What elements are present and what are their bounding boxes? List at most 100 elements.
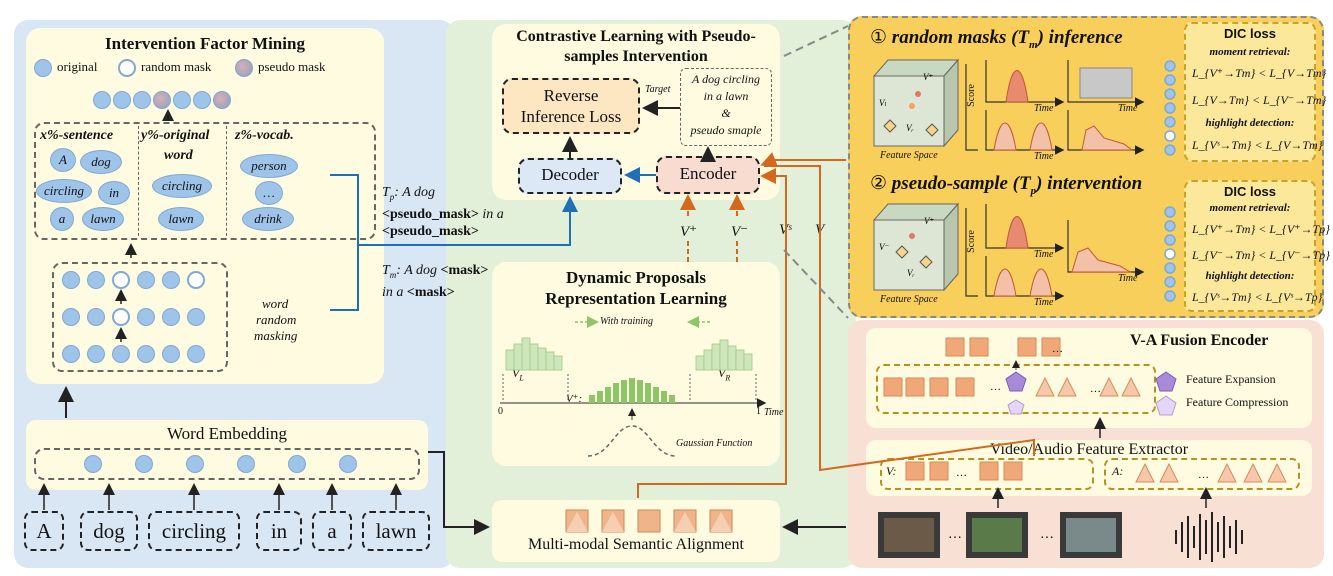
col2-head: y%-original: [141, 128, 210, 143]
target-text-2: in a lawn: [703, 89, 749, 103]
word-person: person: [240, 154, 298, 178]
word-dog: dog: [80, 150, 122, 174]
v-plus-label: V⁺: [680, 224, 698, 240]
embed-circle: [237, 455, 255, 473]
score-label-1: Score: [965, 84, 977, 107]
token-circle: [87, 308, 105, 326]
vplus-axis-label: V⁺:: [566, 393, 583, 405]
va-title: V-A Fusion Encoder: [1130, 332, 1269, 349]
proposal-chart: [500, 316, 767, 457]
cl-title-2: samples Intervention: [564, 48, 708, 65]
masking-label-1: word: [262, 296, 289, 311]
token-circle: [173, 91, 191, 109]
dic1-highlight: highlight detection:: [1205, 117, 1295, 129]
dic-box-1: [1184, 22, 1316, 162]
svg-text:…: …: [956, 467, 967, 479]
tm-sub: m: [389, 269, 397, 280]
tm-text: Tm: A dog <mask> in a <mask>: [382, 262, 488, 302]
decoder-label: Decoder: [541, 165, 599, 184]
legend-original: original: [57, 59, 98, 74]
target-text-1: A dog circling: [692, 72, 760, 86]
tm-rest: : A dog: [396, 263, 441, 278]
token-circle: [187, 345, 205, 363]
tp-mask-1: <pseudo_mask>: [382, 206, 479, 222]
extractor-title: Video/Audio Feature Extractor: [989, 441, 1189, 458]
dic1-eq1: L_{V⁺→Tm} < L_{V→Tm}: [1192, 66, 1327, 80]
token-circle: [112, 345, 130, 363]
axis-zero: 0: [498, 406, 503, 417]
token-circle: [137, 345, 155, 363]
token-circle: [87, 345, 105, 363]
section1-title: ① random masks (Tm) inference: [870, 26, 1123, 51]
s1-text: random masks (: [891, 27, 1018, 48]
encoder-label: Encoder: [679, 164, 737, 183]
ifm-title: Intervention Factor Mining: [105, 34, 305, 53]
feature-expansion-label: Feature Expansion: [1186, 372, 1276, 386]
token-circle: [133, 91, 151, 109]
blue-arrows: [330, 167, 656, 311]
feature-space-cube-2: V⁺ V⁻ Vᵣ: [872, 202, 960, 292]
svg-text:…: …: [1040, 527, 1054, 542]
token-circle-masked: [112, 308, 130, 326]
a-colon: A:: [1112, 464, 1124, 478]
video-feature-row: [880, 458, 1094, 490]
target-box: [680, 68, 772, 146]
embed-circle: [288, 455, 306, 473]
dic1-eq2: L_{V→Tm} < L_{V⁻→Tm}: [1192, 93, 1327, 107]
tm-mask-2: <mask>: [406, 284, 455, 300]
va-fusion-shapes: … … … … …: [883, 337, 1287, 508]
token-circle: [162, 271, 180, 289]
v-minus-label: V⁻: [731, 224, 749, 240]
score-charts-1: [965, 60, 1145, 155]
input-word-a: A: [24, 511, 64, 551]
svg-text:…: …: [948, 527, 962, 542]
target-text-3: &: [721, 106, 731, 120]
s2-t: T: [1018, 173, 1031, 194]
with-training: With training: [600, 316, 654, 327]
axis-one: 1: [756, 406, 761, 417]
word-ellipsis: …: [255, 181, 283, 205]
masking-label-2: random: [256, 312, 297, 327]
vl-v: V: [512, 366, 520, 380]
s1-num: ①: [870, 27, 888, 48]
svg-text:…: …: [1052, 343, 1063, 355]
input-word-a2: a: [312, 511, 352, 551]
s1-close: ) inference: [1037, 27, 1123, 48]
tm-in-a: in a: [382, 284, 407, 300]
result-circles: [1164, 60, 1176, 302]
table-divider: [226, 126, 227, 236]
vl-label: VL: [512, 366, 524, 383]
s1-t: T: [1017, 27, 1030, 48]
tp-in-a: in a: [478, 206, 504, 222]
s2-close: ) intervention: [1036, 173, 1143, 194]
svg-text:V⁺: V⁺: [923, 72, 933, 82]
token-circle: [137, 308, 155, 326]
tm-t: T: [382, 263, 390, 278]
svg-text:…: …: [1090, 383, 1101, 395]
tp-sub: p: [389, 191, 395, 202]
s2-num: ②: [870, 173, 888, 194]
embedding-row: [34, 448, 420, 480]
encoder-box: [656, 156, 760, 194]
feature-compression-label: Feature Compression: [1186, 395, 1289, 409]
vr-v: V: [718, 366, 726, 380]
sampling-table: [34, 122, 376, 240]
score-charts-2: [965, 204, 1145, 301]
word-circling: circling: [36, 179, 92, 203]
token-circle-masked: [187, 271, 205, 289]
score-peaks-1: [993, 67, 1134, 151]
msa-feature-icons: [565, 509, 733, 533]
embed-circle: [339, 455, 357, 473]
reverse-loss-l2: Inference Loss: [520, 107, 622, 126]
token-circle: [187, 308, 205, 326]
video-frames: … …: [878, 512, 1122, 558]
dic2-highlight: highlight detection:: [1205, 270, 1295, 282]
token-circle: [62, 308, 80, 326]
score-label-2: Score: [965, 230, 977, 253]
token-circle: [137, 271, 155, 289]
reverse-loss-l1: Reverse: [543, 86, 599, 105]
embed-circle: [84, 455, 102, 473]
word-circling-orig: circling: [152, 174, 212, 198]
token-circle-pseudo: [153, 91, 171, 109]
